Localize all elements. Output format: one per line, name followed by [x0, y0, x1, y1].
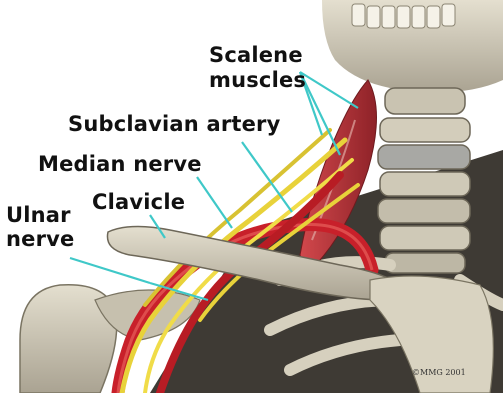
copyright-notice: ©MMG 2001	[412, 368, 466, 377]
label-median-nerve: Median nerve	[38, 152, 202, 176]
label-clavicle: Clavicle	[92, 190, 185, 214]
label-scalene-line2: muscles	[209, 68, 306, 92]
label-ulnar-line1: Ulnar	[6, 203, 71, 227]
leader-median	[197, 177, 232, 228]
label-scalene-line1: Scalene	[209, 43, 303, 67]
teeth	[352, 4, 455, 28]
label-subclavian-artery: Subclavian artery	[68, 112, 281, 136]
cervical-spine	[378, 88, 470, 273]
leader-ulnar	[70, 258, 150, 283]
label-ulnar-line2: nerve	[6, 227, 74, 251]
